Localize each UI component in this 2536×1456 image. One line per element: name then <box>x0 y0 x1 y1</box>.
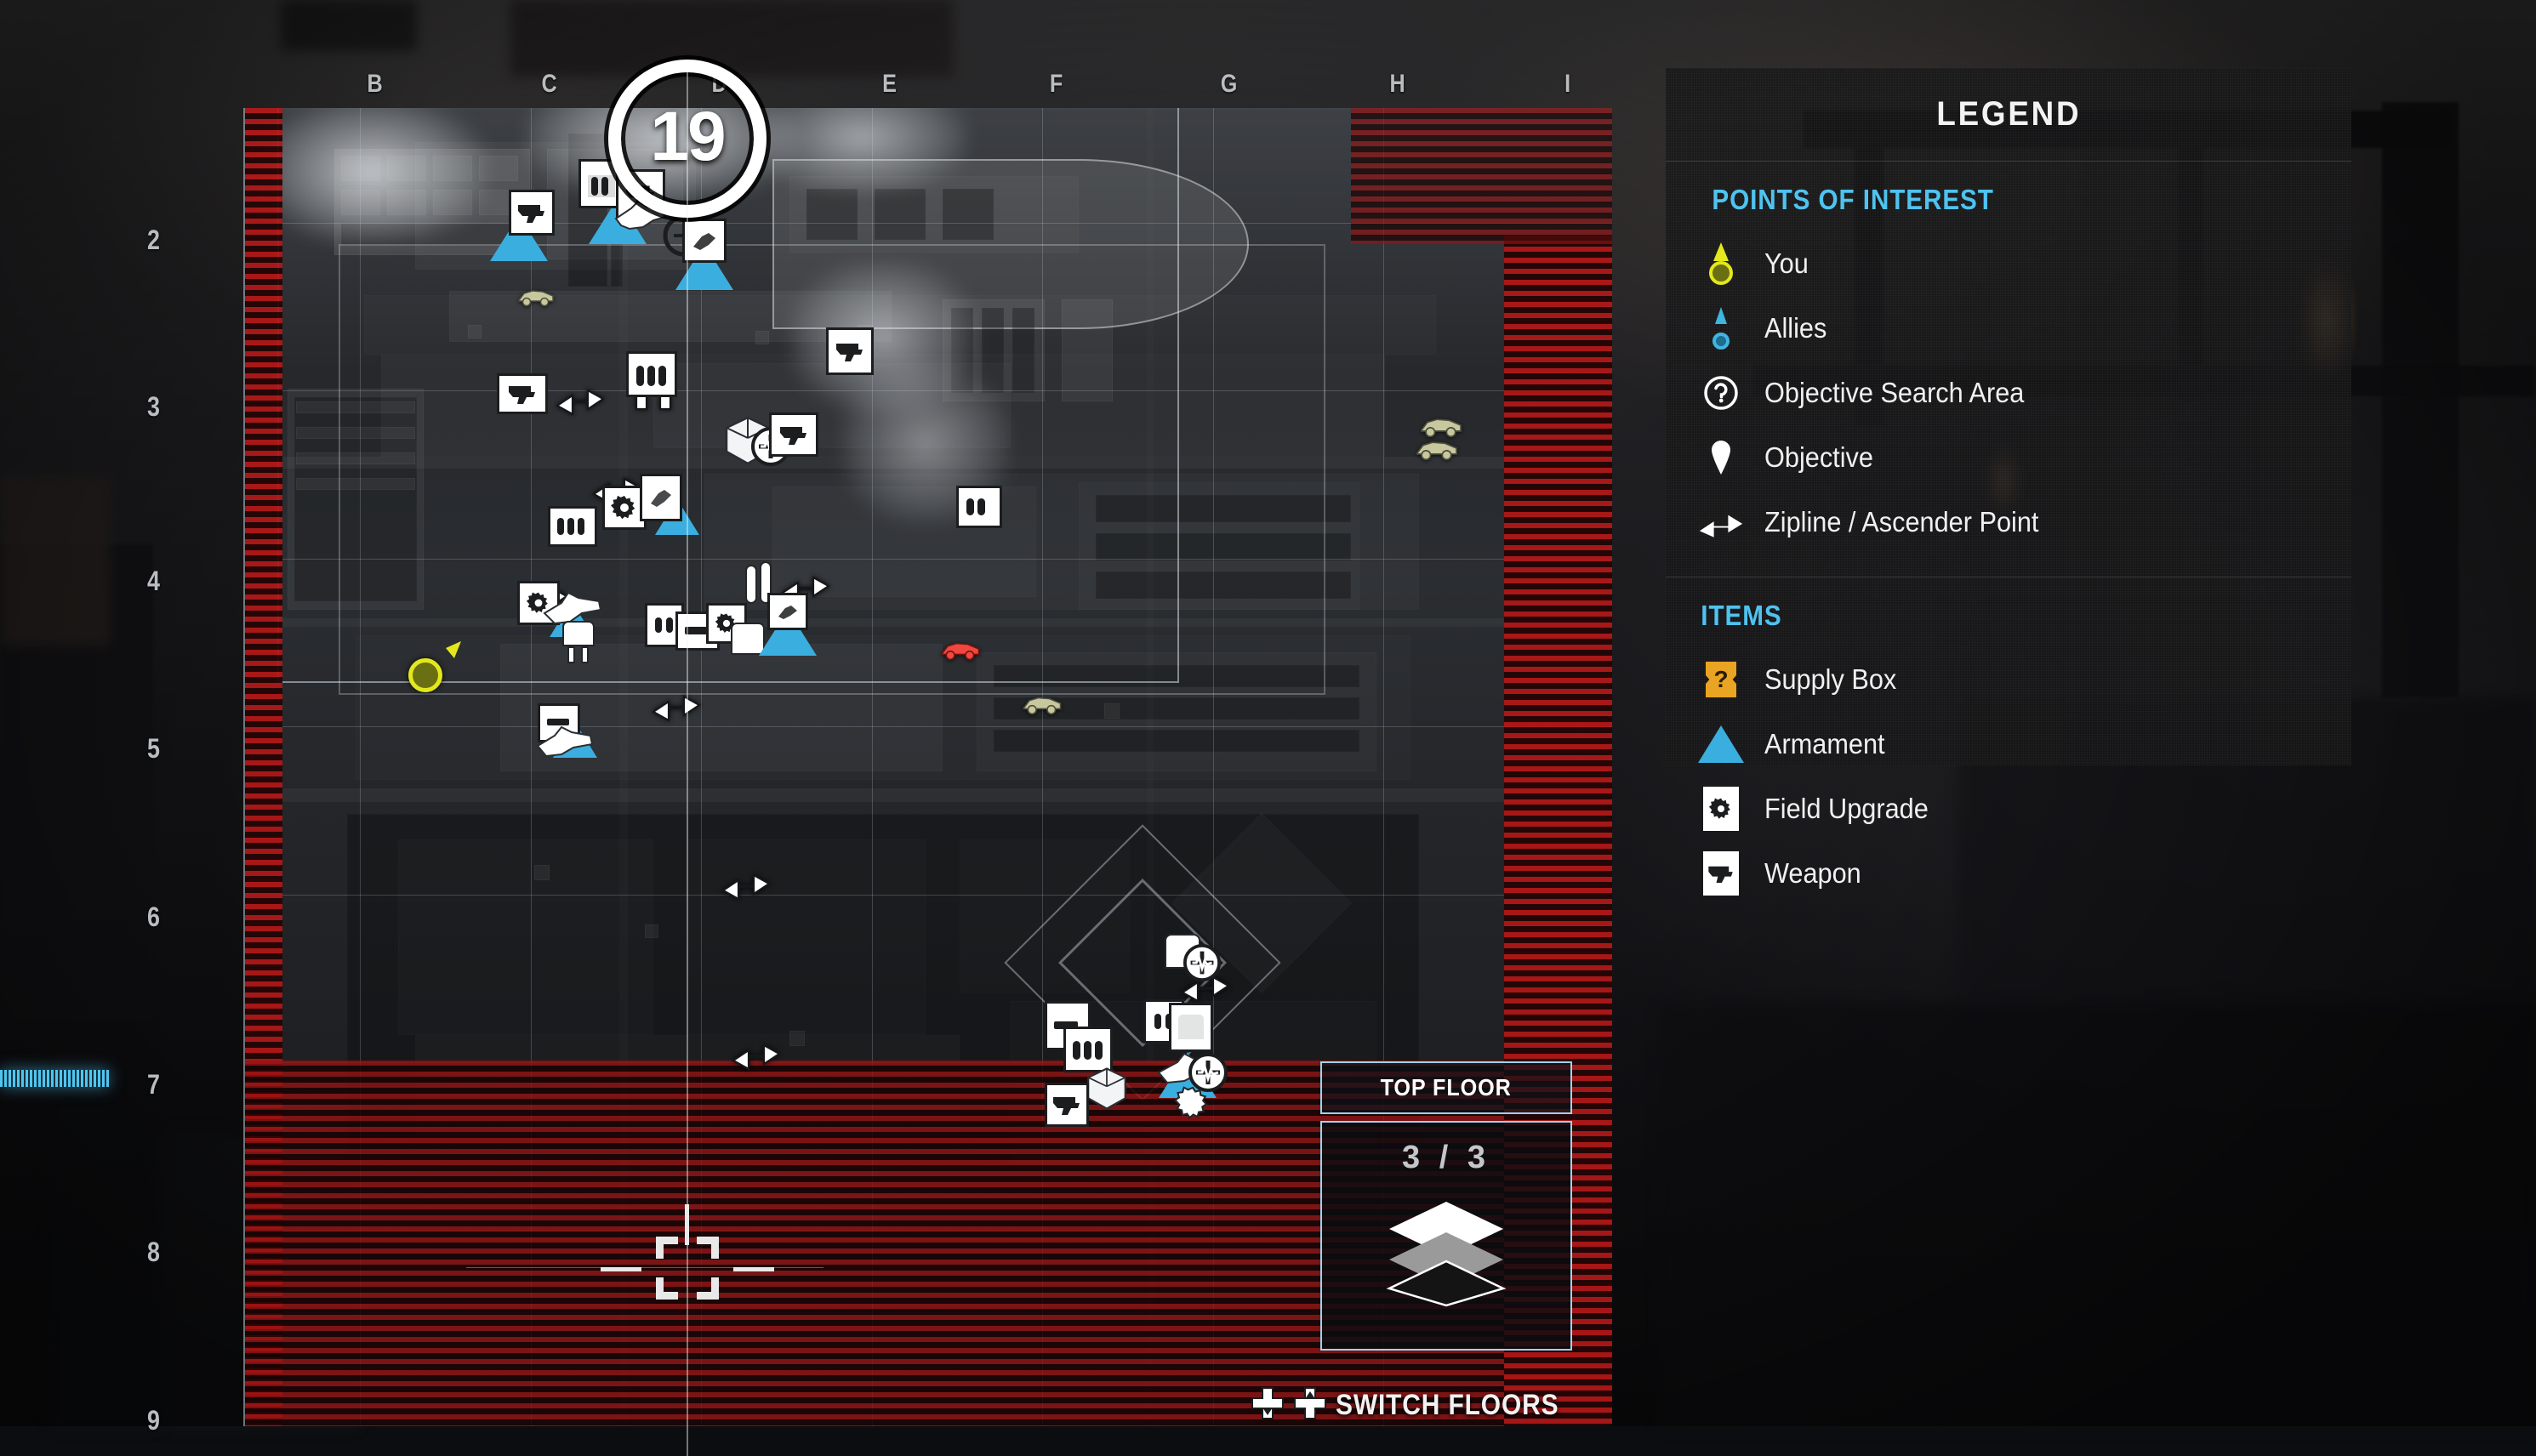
ally-status-bar <box>0 1070 109 1087</box>
legend-label: Armament <box>1764 728 1885 760</box>
switch-floors-prompt[interactable]: SWITCH FLOORS <box>1251 1386 1589 1425</box>
legend-row-field-upgrade: Field Upgrade <box>1666 776 2351 841</box>
legend-row-you: You <box>1666 231 2351 296</box>
weapon-pistol-icon[interactable] <box>509 190 555 236</box>
weapon-pistol-icon[interactable] <box>769 412 818 457</box>
equipment-icon[interactable] <box>767 593 808 630</box>
legend-title: LEGEND <box>1666 68 2351 162</box>
zipline-ascender-icon[interactable] <box>732 1035 781 1071</box>
map-row-label: 3 <box>124 391 160 423</box>
floor-switcher-panel[interactable]: TOP FLOOR 3 / 3 <box>1320 1061 1572 1351</box>
legend-row-objective-search-area: Objective Search Area <box>1666 361 2351 425</box>
legend-section-heading-poi: POINTS OF INTEREST <box>1666 162 2351 216</box>
ammo-box-icon[interactable] <box>548 506 597 547</box>
legend-label: Field Upgrade <box>1764 793 1929 825</box>
deployable-icon[interactable] <box>561 618 596 670</box>
you-marker <box>408 658 442 692</box>
floor-stack-icon <box>1382 1197 1510 1313</box>
objective-pin-icon <box>1696 433 1746 482</box>
supply-crate-icon[interactable] <box>1084 1066 1130 1116</box>
out-of-bounds-bottom <box>245 1061 1504 1426</box>
map-column-label: I <box>1553 70 1582 107</box>
vehicle-marker[interactable] <box>1021 691 1063 715</box>
legend-label: Objective <box>1764 441 1873 474</box>
map-row-label: 2 <box>124 225 160 256</box>
play-area-boundary-lower <box>339 244 1325 695</box>
weapon-pistol-icon <box>1696 849 1746 898</box>
enemy-vehicle-marker[interactable] <box>939 637 982 661</box>
field-upgrade-gear-icon[interactable] <box>1174 1084 1211 1126</box>
zipline-ascender-icon[interactable] <box>721 865 771 901</box>
map-column-label: C <box>535 70 564 107</box>
cursor-corner-br <box>697 1277 719 1300</box>
vehicle-marker[interactable] <box>1419 412 1463 438</box>
weapon-pistol-icon[interactable] <box>497 373 548 414</box>
weapon-pistol-icon[interactable] <box>826 327 874 375</box>
legend-row-objective: Objective <box>1666 425 2351 490</box>
cursor-corner-bl <box>656 1277 678 1300</box>
legend-list-items: ? Supply Box Armament Field Upgrade <box>1666 632 2351 906</box>
map-column-label: G <box>1215 70 1244 107</box>
armament-triangle-icon <box>1696 719 1746 769</box>
legend-label: Objective Search Area <box>1764 377 2024 409</box>
supply-box-icon: ? <box>1696 655 1746 704</box>
legend-label: Allies <box>1764 312 1826 344</box>
floor-title-label: TOP FLOOR <box>1381 1074 1512 1101</box>
zipline-ascender-icon[interactable] <box>652 686 701 722</box>
you-pin-icon <box>1696 239 1746 288</box>
map-row-label: 4 <box>124 566 160 597</box>
equipment-icon[interactable] <box>640 474 682 521</box>
legend-list-poi: You Allies Objective Search Area <box>1666 216 2351 555</box>
legend-label: Weapon <box>1764 857 1861 890</box>
floor-title: TOP FLOOR <box>1320 1061 1572 1114</box>
out-of-bounds-top-right <box>1351 108 1612 244</box>
vehicle-marker[interactable] <box>517 285 555 307</box>
dpad-down-icon[interactable] <box>1251 1386 1285 1425</box>
map-column-label: E <box>875 70 904 107</box>
legend-row-supply-box: ? Supply Box <box>1666 647 2351 712</box>
allies-pin-icon <box>1696 304 1746 353</box>
zipline-ascender-icon[interactable] <box>556 380 605 416</box>
you-direction-cone <box>430 638 464 676</box>
switch-floors-label: SWITCH FLOORS <box>1336 1389 1559 1422</box>
floor-count: 3 / 3 <box>1402 1140 1490 1176</box>
cursor-corner-tl <box>656 1237 678 1259</box>
ammo-box-icon[interactable] <box>626 351 677 397</box>
weapon-pistol-icon[interactable] <box>1045 1083 1089 1127</box>
legend-label: You <box>1764 247 1809 280</box>
map-column-label: H <box>1383 70 1412 107</box>
dpad-up-icon[interactable] <box>1293 1386 1327 1425</box>
map-column-label: F <box>1042 70 1071 107</box>
legend-row-zipline: Zipline / Ascender Point <box>1666 490 2351 555</box>
ammo-box-icon[interactable] <box>956 486 1002 528</box>
legend-section-heading-items: ITEMS <box>1666 577 2351 632</box>
map-cursor[interactable] <box>656 1237 719 1300</box>
map-row-label: 6 <box>124 901 160 933</box>
vehicle-marker[interactable] <box>1415 435 1459 461</box>
legend-label: Supply Box <box>1764 663 1896 696</box>
launcher-icon <box>534 720 596 765</box>
cursor-corner-tr <box>697 1237 719 1259</box>
floor-indicator-box[interactable]: 3 / 3 <box>1320 1121 1572 1351</box>
legend-label: Zipline / Ascender Point <box>1764 506 2038 538</box>
legend-row-weapon: Weapon <box>1666 841 2351 906</box>
equipment-icon[interactable] <box>682 219 727 263</box>
legend-row-allies: Allies <box>1666 296 2351 361</box>
objective-search-area-icon <box>1696 368 1746 418</box>
supply-box-marker[interactable] <box>721 414 774 471</box>
zipline-ascender-icon <box>1696 498 1746 547</box>
map-row-label: 9 <box>124 1405 160 1436</box>
field-upgrade-gear-icon <box>1696 784 1746 833</box>
legend-title-label: LEGEND <box>1936 95 2081 134</box>
legend-row-armament: Armament <box>1666 712 2351 776</box>
map-column-label: B <box>361 70 390 107</box>
armor-plate-icon[interactable] <box>1183 943 1222 987</box>
map-row-label: 7 <box>124 1069 160 1101</box>
map-row-label: 5 <box>124 733 160 765</box>
legend-panel: LEGEND POINTS OF INTEREST You Allies <box>1666 68 2351 765</box>
map-row-label: 8 <box>124 1237 160 1268</box>
